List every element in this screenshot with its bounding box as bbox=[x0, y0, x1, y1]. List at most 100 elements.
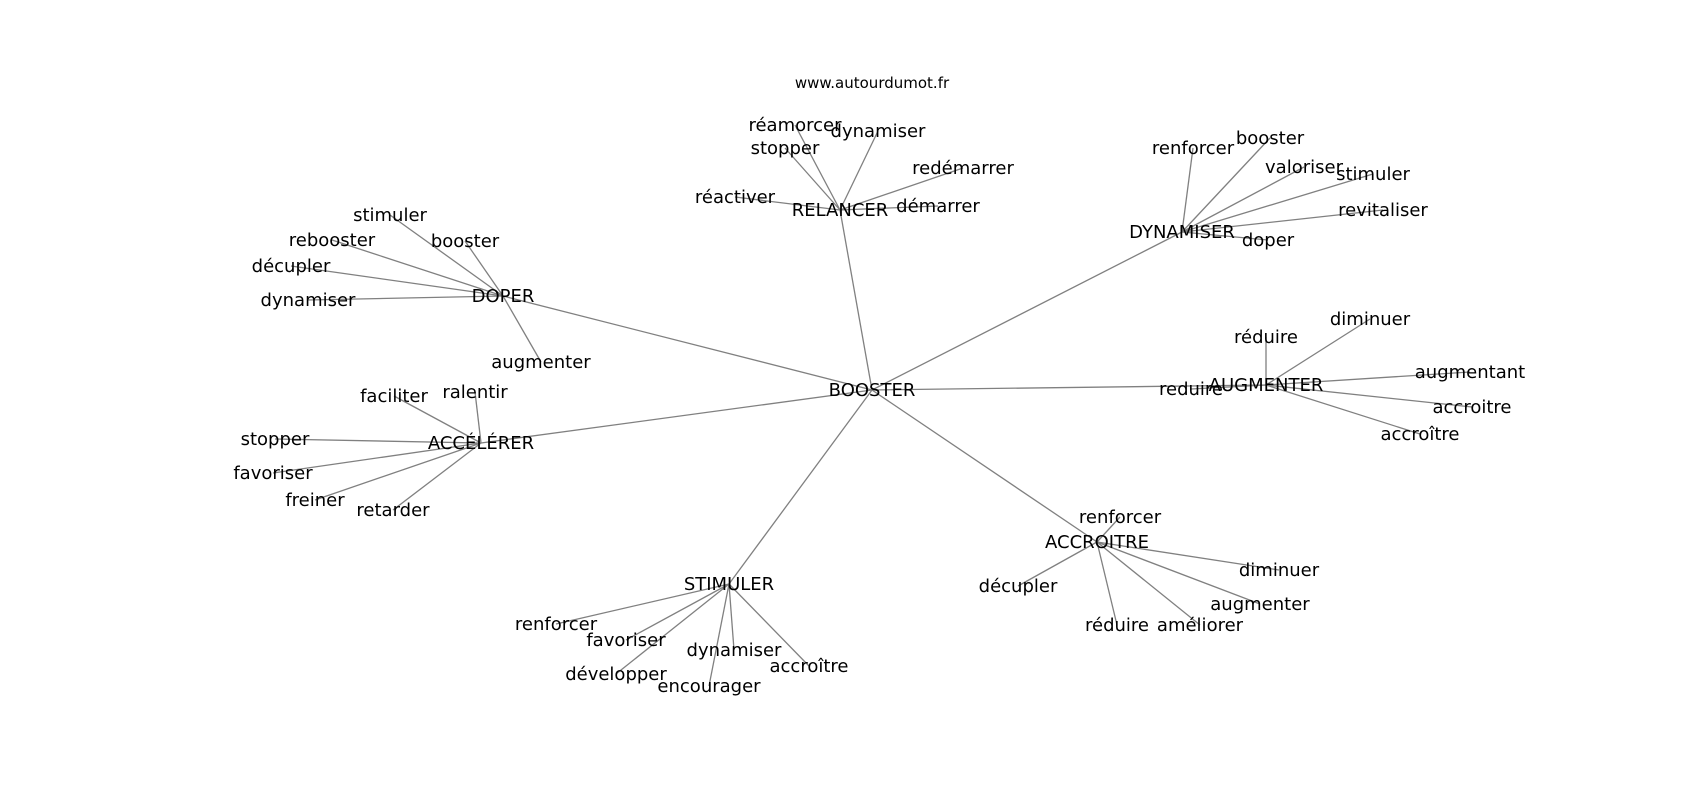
leaf-node: doper bbox=[1242, 230, 1295, 251]
leaf-node: stopper bbox=[751, 138, 820, 159]
graph-labels: www.autourdumot.fr BOOSTER RELANCER stoppe… bbox=[233, 74, 1525, 697]
edge-center-stimuler bbox=[728, 389, 873, 585]
edge-accroitre-3 bbox=[1096, 541, 1261, 605]
edge-stimuler-2 bbox=[615, 583, 730, 675]
hub-node-accroitre: ACCROITRE bbox=[1045, 532, 1149, 553]
edge-accelerer-1 bbox=[474, 391, 482, 444]
leaf-node: réactiver bbox=[695, 187, 776, 208]
edge-relancer-3 bbox=[839, 167, 964, 211]
leaf-node: démarrer bbox=[896, 196, 980, 217]
leaf-node: ralentir bbox=[442, 382, 508, 403]
edge-doper-1 bbox=[331, 239, 504, 297]
edge-relancer-1 bbox=[794, 124, 841, 211]
edge-augmenter-3 bbox=[1190, 384, 1267, 390]
center-node: BOOSTER bbox=[829, 380, 916, 401]
leaf-node: favoriser bbox=[586, 630, 666, 651]
leaf-node: redémarrer bbox=[912, 158, 1014, 179]
leaf-node: augmenter bbox=[491, 352, 591, 373]
edge-doper-3 bbox=[290, 265, 504, 297]
edge-stimuler-3 bbox=[728, 583, 735, 651]
edge-accroitre-2 bbox=[1096, 541, 1280, 571]
leaf-node: stimuler bbox=[353, 205, 427, 226]
edge-doper-4 bbox=[307, 295, 504, 301]
edge-dynamiser-3 bbox=[1181, 173, 1374, 233]
edge-dynamiser-5 bbox=[1181, 231, 1269, 241]
edge-relancer-0 bbox=[784, 147, 841, 211]
leaf-node: retarder bbox=[356, 500, 430, 521]
hub-node-accelerer: ACCÉLÉRER bbox=[428, 432, 534, 454]
leaf-node: faciliter bbox=[360, 386, 428, 407]
hub-node-stimuler: STIMULER bbox=[684, 574, 774, 595]
leaf-node: booster bbox=[1236, 128, 1305, 149]
edge-augmenter-5 bbox=[1265, 384, 1421, 435]
edge-center-relancer bbox=[839, 209, 873, 391]
leaf-node: améliorer bbox=[1157, 615, 1244, 636]
edge-dynamiser-0 bbox=[1181, 147, 1194, 233]
edge-accelerer-5 bbox=[392, 442, 482, 511]
leaf-node: accroître bbox=[770, 656, 849, 677]
leaf-node: augmentant bbox=[1415, 362, 1525, 383]
leaf-node: stimuler bbox=[1336, 164, 1410, 185]
edge-dynamiser-2 bbox=[1181, 166, 1305, 233]
leaf-node: revitaliser bbox=[1338, 200, 1428, 221]
edge-stimuler-4 bbox=[708, 583, 730, 687]
leaf-node: diminuer bbox=[1239, 560, 1320, 581]
edge-augmenter-4 bbox=[1265, 384, 1473, 408]
edge-doper-5 bbox=[502, 295, 542, 363]
leaf-node: développer bbox=[565, 664, 667, 685]
leaf-node: dynamiser bbox=[261, 290, 357, 311]
edge-stimuler-1 bbox=[625, 583, 730, 641]
edge-augmenter-1 bbox=[1265, 318, 1371, 386]
edge-doper-0 bbox=[389, 214, 504, 297]
edge-accelerer-0 bbox=[393, 395, 482, 444]
edge-augmenter-2 bbox=[1265, 371, 1471, 386]
edge-accelerer-2 bbox=[274, 438, 482, 444]
edge-stimuler-0 bbox=[555, 583, 730, 625]
leaf-node: encourager bbox=[657, 676, 761, 697]
leaf-node: décupler bbox=[979, 576, 1058, 597]
leaf-node: réduire bbox=[1085, 615, 1149, 636]
edge-relancer-5 bbox=[839, 205, 939, 211]
leaf-node: accroitre bbox=[1433, 397, 1512, 418]
edge-dynamiser-1 bbox=[1181, 137, 1271, 233]
edge-accroitre-0 bbox=[1096, 516, 1121, 543]
leaf-node: réamorcer bbox=[748, 115, 842, 136]
leaf-node: augmenter bbox=[1210, 594, 1310, 615]
hub-node-doper: DOPER bbox=[472, 286, 535, 307]
leaf-node: freiner bbox=[285, 490, 345, 511]
leaf-node: décupler bbox=[252, 256, 331, 277]
edge-center-doper bbox=[502, 295, 873, 391]
edge-doper-2 bbox=[464, 240, 504, 297]
hub-node-augmenter: AUGMENTER bbox=[1209, 375, 1324, 396]
edge-center-accelerer bbox=[480, 389, 873, 444]
site-url: www.autourdumot.fr bbox=[795, 74, 950, 92]
hub-node-relancer: RELANCER bbox=[792, 200, 889, 221]
edge-center-augmenter bbox=[871, 384, 1267, 391]
leaf-node: réduire bbox=[1234, 327, 1298, 348]
edge-stimuler-5 bbox=[728, 583, 810, 667]
edge-relancer-4 bbox=[734, 196, 841, 211]
leaf-node: reduire bbox=[1159, 379, 1223, 400]
leaf-node: rebooster bbox=[289, 230, 376, 251]
graph-edges bbox=[272, 124, 1473, 687]
leaf-node: valoriser bbox=[1265, 157, 1344, 178]
edge-center-dynamiser bbox=[871, 231, 1183, 391]
edge-accroitre-1 bbox=[1017, 541, 1098, 587]
leaf-node: accroître bbox=[1381, 424, 1460, 445]
edge-accelerer-4 bbox=[314, 442, 482, 501]
leaf-node: favoriser bbox=[233, 463, 313, 484]
edge-accroitre-4 bbox=[1096, 541, 1118, 626]
leaf-node: renforcer bbox=[1152, 138, 1235, 159]
leaf-node: dynamiser bbox=[831, 121, 927, 142]
hub-node-dynamiser: DYNAMISER bbox=[1129, 222, 1235, 243]
leaf-node: dynamiser bbox=[687, 640, 783, 661]
leaf-node: booster bbox=[431, 231, 500, 252]
edge-accelerer-3 bbox=[272, 442, 482, 474]
edge-dynamiser-4 bbox=[1181, 209, 1384, 233]
edge-relancer-2 bbox=[839, 130, 879, 211]
leaf-node: renforcer bbox=[515, 614, 598, 635]
leaf-node: diminuer bbox=[1330, 309, 1411, 330]
leaf-node: stopper bbox=[241, 429, 310, 450]
edge-center-accroitre bbox=[871, 389, 1098, 543]
